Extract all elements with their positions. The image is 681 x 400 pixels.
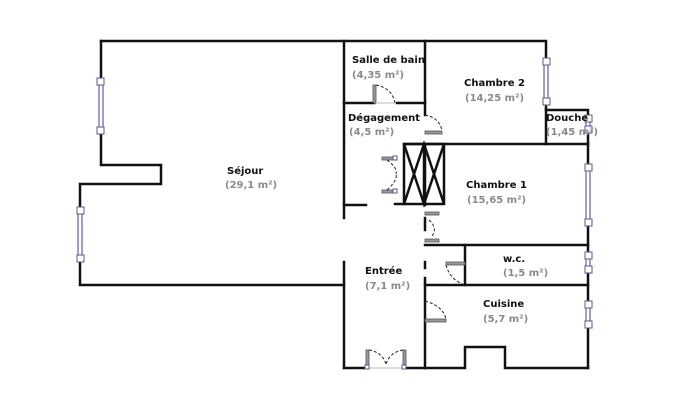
door-chambre-1-bottom[interactable] bbox=[424, 211, 440, 243]
room-area-salle-de-bain: (4,35 m²) bbox=[352, 70, 404, 81]
wall-left bbox=[78, 39, 346, 287]
window-cuisine bbox=[584, 300, 593, 329]
door-salle-de-bain[interactable] bbox=[372, 84, 396, 104]
outer-walls bbox=[78, 39, 590, 370]
room-name-cuisine: Cuisine bbox=[483, 299, 524, 310]
room-area-degagement: (4,5 m²) bbox=[349, 127, 394, 138]
room-area-douche: (1,45 m²) bbox=[546, 127, 598, 138]
door-chambre-1-double[interactable] bbox=[381, 155, 398, 194]
room-area-entree: (7,1 m²) bbox=[365, 281, 410, 292]
room-area-chambre-1: (15,65 m²) bbox=[467, 195, 526, 206]
room-name-douche: Douche bbox=[546, 113, 588, 124]
room-name-chambre-1: Chambre 1 bbox=[466, 180, 527, 191]
windows bbox=[76, 57, 593, 329]
room-area-cuisine: (5,7 m²) bbox=[483, 314, 528, 325]
room-area-chambre-2: (14,25 m²) bbox=[465, 93, 524, 104]
wall-top bbox=[99, 39, 548, 60]
window-wc bbox=[584, 251, 593, 274]
doors bbox=[364, 84, 466, 370]
wall-bottom bbox=[342, 345, 590, 370]
door-wc[interactable] bbox=[445, 261, 466, 286]
interior-walls bbox=[342, 39, 590, 370]
room-name-chambre-2: Chambre 2 bbox=[464, 78, 525, 89]
window-sejour-top bbox=[96, 77, 105, 135]
technical-shaft bbox=[393, 140, 446, 208]
room-area-sejour: (29,1 m²) bbox=[225, 180, 277, 191]
window-chambre1 bbox=[584, 163, 593, 227]
room-labels: Séjour (29,1 m²) Salle de bain (4,35 m²)… bbox=[225, 55, 598, 325]
window-chambre2 bbox=[542, 57, 551, 106]
room-name-salle-de-bain: Salle de bain bbox=[352, 55, 425, 66]
door-chambre-2[interactable] bbox=[424, 114, 443, 135]
wall-douche-top bbox=[544, 101, 590, 120]
window-douche bbox=[584, 114, 593, 134]
door-entrance[interactable] bbox=[364, 349, 407, 370]
window-sejour-bottom bbox=[76, 206, 85, 263]
room-name-entree: Entrée bbox=[365, 265, 402, 277]
shaft-cross bbox=[402, 140, 446, 208]
room-name-degagement: Dégagement bbox=[348, 112, 420, 124]
room-name-sejour: Séjour bbox=[227, 165, 263, 177]
room-area-wc: (1,5 m²) bbox=[503, 268, 548, 279]
door-cuisine[interactable] bbox=[424, 300, 447, 323]
room-name-wc: w.c. bbox=[503, 254, 525, 265]
